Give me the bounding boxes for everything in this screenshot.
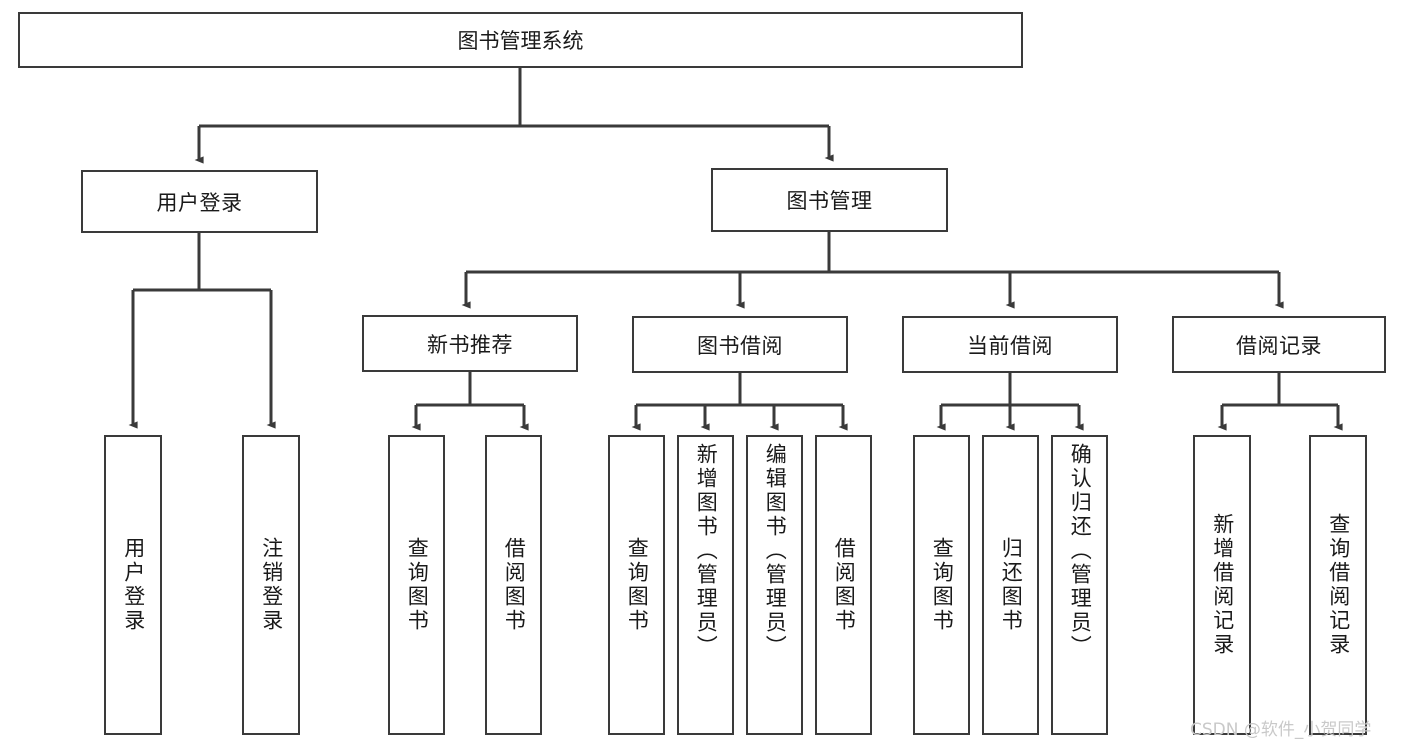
leaf-label: 查询图书 <box>930 537 955 633</box>
node-user-login-label: 用户登录 <box>156 190 243 215</box>
node-new-book-recommend[interactable]: 新书推荐 <box>362 315 578 372</box>
leaf-label: 借阅图书 <box>502 537 527 633</box>
node-current-borrow[interactable]: 当前借阅 <box>902 316 1118 373</box>
node-current-borrow-label: 当前借阅 <box>967 333 1053 358</box>
node-borrow-record[interactable]: 借阅记录 <box>1172 316 1386 373</box>
leaf-record-add-record[interactable]: 新增借阅记录 <box>1193 435 1251 735</box>
leaf-recommend-borrow-book[interactable]: 借阅图书 <box>485 435 542 735</box>
node-root[interactable]: 图书管理系统 <box>18 12 1023 68</box>
node-book-management[interactable]: 图书管理 <box>711 168 948 232</box>
node-borrow-record-label: 借阅记录 <box>1236 333 1322 358</box>
leaf-borrow-add-book[interactable]: 新增图书（管理员） <box>677 435 734 735</box>
node-user-login[interactable]: 用户登录 <box>81 170 318 233</box>
leaf-label: 借阅图书 <box>832 537 857 633</box>
leaf-label: 编辑图书（管理员） <box>763 443 788 659</box>
leaf-label: 注销登录 <box>259 537 284 633</box>
node-new-book-recommend-label: 新书推荐 <box>427 332 513 357</box>
leaf-current-return-book[interactable]: 归还图书 <box>982 435 1039 735</box>
leaf-label: 查询图书 <box>625 537 650 633</box>
leaf-label: 查询图书 <box>405 537 430 633</box>
node-book-management-label: 图书管理 <box>786 189 873 213</box>
leaf-label: 查询借阅记录 <box>1326 513 1351 657</box>
leaf-borrow-edit-book[interactable]: 编辑图书（管理员） <box>746 435 803 735</box>
node-book-borrow-label: 图书借阅 <box>697 333 783 358</box>
leaf-user-login-login[interactable]: 用户登录 <box>104 435 162 735</box>
leaf-label: 归还图书 <box>999 537 1024 633</box>
leaf-label: 新增图书（管理员） <box>694 443 719 659</box>
leaf-current-query-book[interactable]: 查询图书 <box>913 435 970 735</box>
leaf-label: 新增借阅记录 <box>1210 513 1235 657</box>
leaf-label: 用户登录 <box>121 537 146 633</box>
leaf-recommend-query-book[interactable]: 查询图书 <box>388 435 445 735</box>
node-book-borrow[interactable]: 图书借阅 <box>632 316 848 373</box>
leaf-borrow-borrow-book[interactable]: 借阅图书 <box>815 435 872 735</box>
leaf-user-login-logout[interactable]: 注销登录 <box>242 435 300 735</box>
leaf-record-query-record[interactable]: 查询借阅记录 <box>1309 435 1367 735</box>
leaf-label: 确认归还（管理员） <box>1068 443 1093 659</box>
watermark: CSDN @软件_小贺同学 <box>1190 720 1372 740</box>
leaf-borrow-query-book[interactable]: 查询图书 <box>608 435 665 735</box>
node-root-label: 图书管理系统 <box>457 29 584 53</box>
leaf-current-confirm-return[interactable]: 确认归还（管理员） <box>1051 435 1108 735</box>
